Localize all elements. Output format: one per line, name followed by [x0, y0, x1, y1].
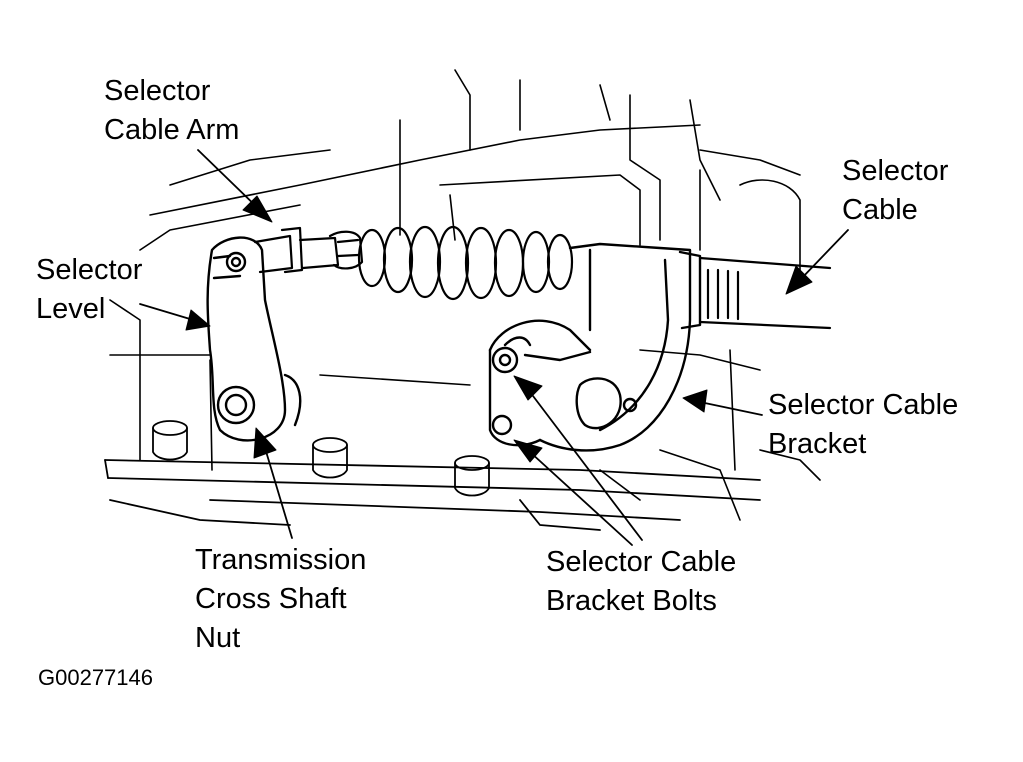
label-line: Cross Shaft [195, 583, 347, 615]
selector-cable-body [698, 256, 832, 330]
selector-cable-arm [253, 226, 364, 274]
label-selector-cable-arm: Selector Cable Arm [104, 72, 239, 150]
label-line: Selector Cable [546, 546, 737, 578]
label-line: Transmission [195, 544, 367, 576]
label-line: Cable Arm [104, 114, 240, 146]
label-selector-level: Selector Level [36, 251, 142, 329]
label-line: Selector [36, 254, 143, 286]
arrowheads [185, 195, 813, 463]
label-line: Level [36, 293, 106, 325]
label-line: Selector Cable [768, 389, 959, 421]
selector-cable-bracket [488, 242, 702, 452]
figure-id: G00277146 [38, 665, 153, 690]
label-line: Cable [842, 194, 918, 226]
label-line: Bracket [768, 428, 867, 460]
label-selector-cable: Selector Cable [842, 152, 948, 230]
label-line: Selector [842, 155, 949, 187]
label-line: Nut [195, 622, 241, 654]
label-transmission-cross-shaft-nut: Transmission Cross Shaft Nut [195, 541, 366, 658]
leader-lines [139, 149, 849, 546]
base-plate [104, 459, 761, 531]
label-line: Selector [104, 75, 211, 107]
label-selector-cable-bracket-bolts: Selector Cable Bracket Bolts [546, 543, 736, 621]
label-selector-cable-bracket: Selector Cable Bracket [768, 386, 958, 464]
base-studs [152, 420, 490, 497]
label-line: Bracket Bolts [546, 585, 717, 617]
background-housing [109, 69, 821, 521]
cable-boot [357, 225, 574, 301]
